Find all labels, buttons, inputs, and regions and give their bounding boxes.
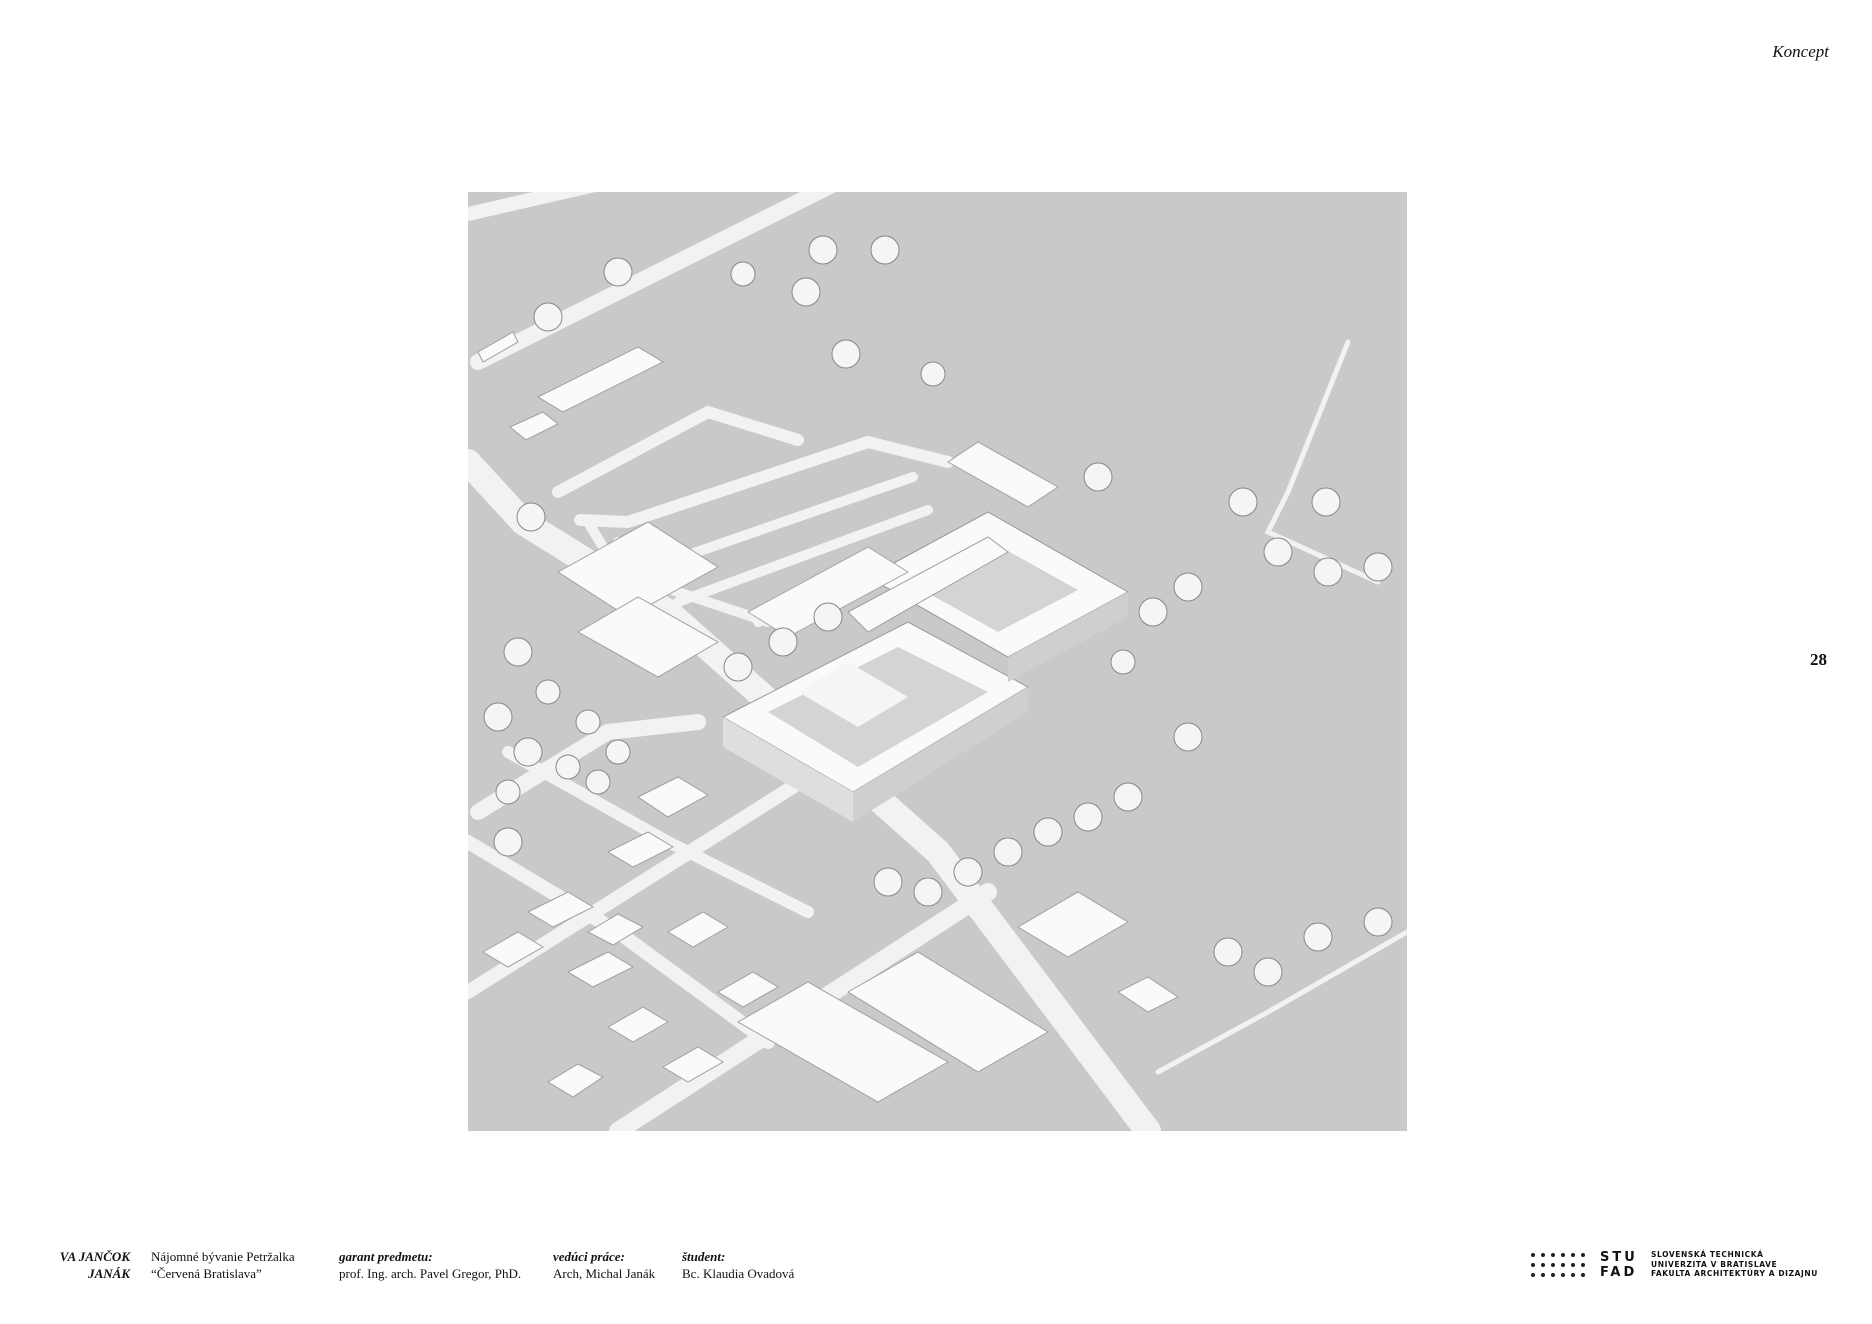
- garant-label: garant predmetu:: [339, 1249, 433, 1264]
- logo-name-line: UNIVERZITA V BRATISLAVE: [1651, 1259, 1778, 1269]
- student-value: Bc. Klaudia Ovadová: [682, 1266, 795, 1281]
- trees: [483, 235, 1393, 987]
- course-line: VA JANČOK: [59, 1249, 130, 1264]
- project-name: Nájomné bývanie Petržalka: [151, 1249, 295, 1264]
- student-label: študent:: [682, 1249, 726, 1264]
- footer: VA JANČOK JANÁK Nájomné bývanie Petržalk…: [0, 1248, 1872, 1288]
- logo-mark-line: FAD: [1600, 1265, 1638, 1280]
- supervisor-value: Arch, Michal Janák: [553, 1266, 656, 1281]
- logo-dot-grid-icon: [1531, 1253, 1585, 1277]
- surrounding-buildings: [477, 331, 1179, 1103]
- course-line: JANÁK: [88, 1266, 130, 1281]
- logo-mark: STU FAD: [1600, 1250, 1638, 1280]
- garant-info: garant predmetu: prof. Ing. arch. Pavel …: [339, 1248, 521, 1282]
- project-info: Nájomné bývanie Petržalka “Červená Brati…: [151, 1248, 295, 1282]
- logo-name-line: FAKULTA ARCHITEKTÚRY A DIZAJNU: [1651, 1269, 1818, 1278]
- supervisor-info: vedúci práce: Arch, Michal Janák: [553, 1248, 655, 1282]
- garant-value: prof. Ing. arch. Pavel Gregor, PhD.: [339, 1266, 522, 1281]
- supervisor-label: vedúci práce:: [553, 1249, 625, 1264]
- logo-name-line: SLOVENSKÁ TECHNICKÁ: [1651, 1250, 1764, 1259]
- housing-complex: [721, 511, 1130, 822]
- student-info: študent: Bc. Klaudia Ovadová: [682, 1248, 794, 1282]
- stu-fad-logo: STU FAD SLOVENSKÁ TECHNICKÁ UNIVERZITA V…: [1530, 1250, 1830, 1284]
- axonometric-site-drawing: [468, 192, 1407, 1131]
- road-network: [468, 192, 1407, 1131]
- section-title: Koncept: [1772, 42, 1829, 61]
- logo-institution-name: SLOVENSKÁ TECHNICKÁ UNIVERZITA V BRATISL…: [1651, 1250, 1818, 1279]
- course-info: VA JANČOK JANÁK: [40, 1248, 130, 1282]
- logo-mark-line: STU: [1600, 1250, 1638, 1265]
- project-subtitle: “Červená Bratislava”: [151, 1266, 262, 1281]
- page-number: 28: [1810, 650, 1827, 669]
